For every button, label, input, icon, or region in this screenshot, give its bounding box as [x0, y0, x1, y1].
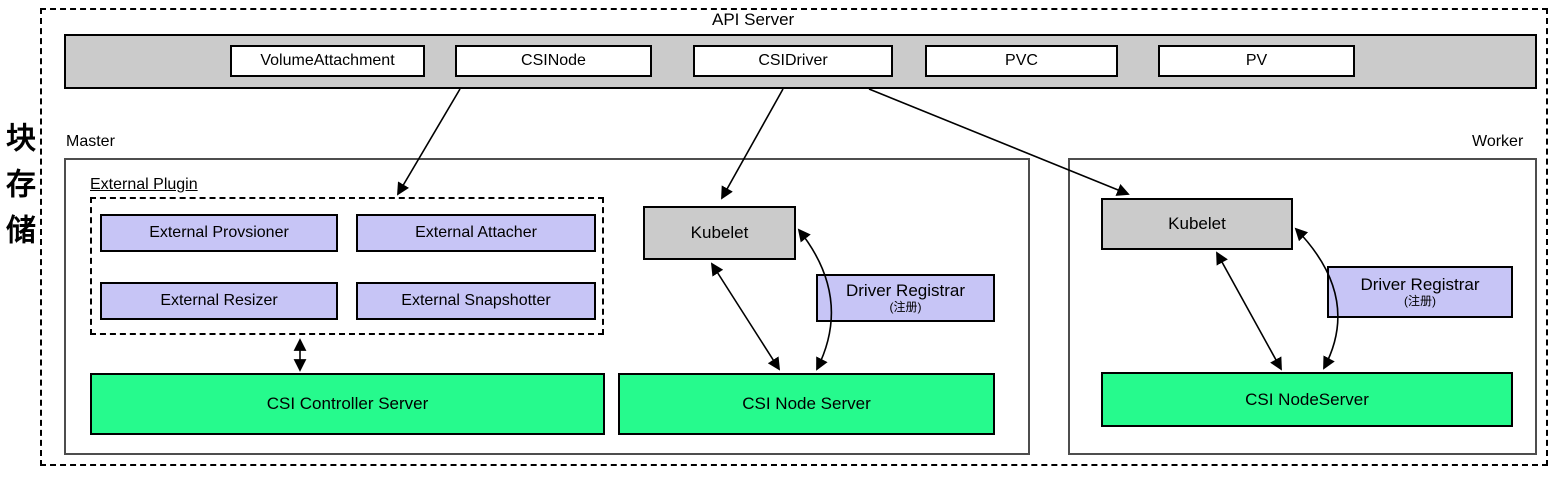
resource-csidriver: CSIDriver	[693, 45, 893, 77]
api-server-label: API Server	[712, 10, 795, 29]
csi-controller-server-box: CSI Controller Server	[90, 373, 605, 435]
block-storage-boundary	[40, 8, 1548, 466]
external-attacher-box: External Attacher	[356, 214, 596, 252]
worker-csi-node-server-box: CSI NodeServer	[1101, 372, 1513, 427]
master-node-box	[64, 158, 1030, 455]
external-snapshotter-box: External Snapshotter	[356, 282, 596, 320]
master-driver-registrar-title: Driver Registrar	[845, 281, 966, 301]
master-driver-registrar-subtitle: (注册)	[889, 299, 922, 314]
worker-node-box	[1068, 158, 1537, 455]
external-resizer-box: External Resizer	[100, 282, 338, 320]
resource-pvc: PVC	[925, 45, 1118, 77]
resource-csinode: CSINode	[455, 45, 652, 77]
block-storage-vertical-label: 块存储	[1, 122, 34, 260]
worker-driver-registrar-subtitle: (注册)	[1404, 293, 1436, 308]
master-kubelet-box: Kubelet	[643, 206, 796, 260]
external-plugin-group	[90, 197, 604, 335]
external-provisioner-box: External Provsioner	[100, 214, 338, 252]
worker-driver-registrar-box: Driver Registrar (注册)	[1327, 266, 1513, 318]
worker-driver-registrar-title: Driver Registrar	[1360, 275, 1480, 295]
master-csi-node-server-box: CSI Node Server	[618, 373, 995, 435]
worker-kubelet-box: Kubelet	[1101, 198, 1293, 250]
external-plugin-label: External Plugin	[90, 176, 198, 193]
master-driver-registrar-box: Driver Registrar (注册)	[816, 274, 995, 322]
resource-pv: PV	[1158, 45, 1355, 77]
worker-label: Worker	[1472, 133, 1524, 150]
resource-volumeattachment: VolumeAttachment	[230, 45, 425, 77]
master-label: Master	[66, 133, 115, 150]
